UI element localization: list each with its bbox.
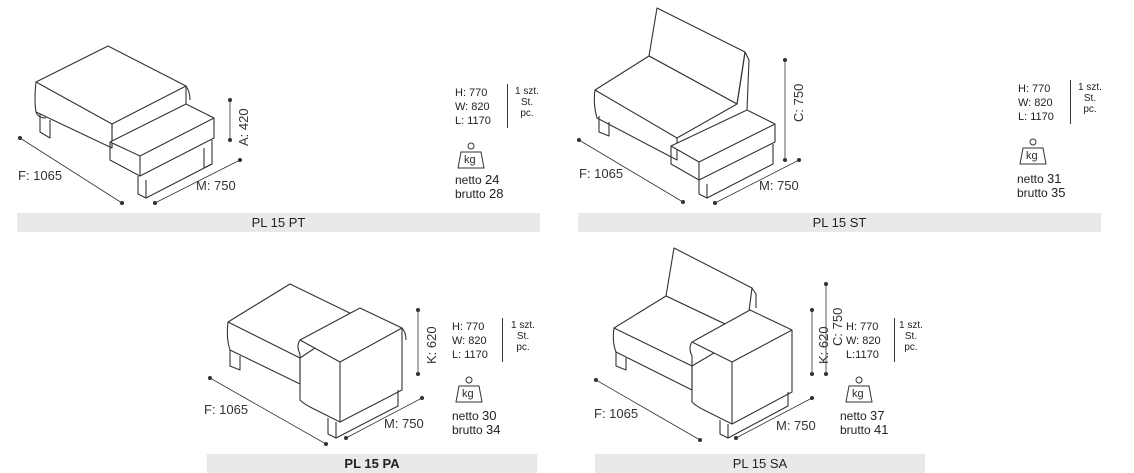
package-dimensions: H: 770 W: 820 L:1170 [846, 318, 895, 362]
pack-unit-pc: pc. [1083, 104, 1097, 115]
package-length: L:1170 [846, 349, 879, 361]
netto-value: 37 [870, 408, 885, 423]
width-dimension: M: 750 [384, 416, 424, 431]
width-dimension: M: 750 [759, 178, 799, 193]
width-dimension: M: 750 [776, 418, 816, 433]
brutto-label: brutto [1017, 186, 1048, 200]
netto-value: 24 [485, 172, 500, 187]
brutto-value: 35 [1051, 185, 1066, 200]
pack-unit-st: St. [1083, 93, 1097, 104]
brutto-value: 41 [874, 422, 889, 437]
pack-unit-pc: pc. [904, 342, 918, 353]
package-height: H: 770 [455, 87, 488, 99]
pack-unit-pc: pc. [516, 342, 530, 353]
weight-icon: kg [844, 376, 874, 404]
weight-icon: kg [456, 142, 486, 170]
product-panel-pl15sa: F: 1065 M: 750 K: 620 C: 750 H: 770 W: 8… [580, 238, 960, 455]
weight-info: netto 24 brutto 28 [455, 173, 504, 201]
depth-dimension: F: 1065 [594, 406, 639, 421]
pack-unit-st: St. [516, 331, 530, 342]
package-width: W: 820 [452, 335, 487, 347]
weight-info: netto 37 brutto 41 [840, 409, 889, 437]
weight-icon: kg [1018, 138, 1048, 166]
product-name-bar: PL 15 SA [595, 454, 925, 473]
pack-unit-pc: pc. [520, 108, 534, 119]
brutto-label: brutto [452, 423, 483, 437]
package-count: 1 szt. St. pc. [1075, 82, 1105, 115]
pack-qty: 1 szt. [899, 320, 923, 331]
weight-info: netto 30 brutto 34 [452, 409, 501, 437]
weight-info: netto 31 brutto 35 [1017, 172, 1066, 200]
pack-qty: 1 szt. [511, 320, 535, 331]
pack-unit-st: St. [520, 97, 534, 108]
height-dimension: A: 420 [236, 108, 251, 146]
pack-qty: 1 szt. [515, 86, 539, 97]
package-height: H: 770 [846, 321, 879, 333]
kg-label: kg [464, 154, 476, 166]
package-height: H: 770 [1018, 83, 1051, 95]
pack-qty: 1 szt. [1078, 82, 1102, 93]
sofa-drawing-st [576, 7, 802, 206]
package-count: 1 szt. St. pc. [508, 320, 538, 353]
sofa-drawing-pa [207, 283, 425, 447]
package-length: L: 1170 [455, 115, 491, 127]
package-dimensions: H: 770 W: 820 L: 1170 [1018, 80, 1071, 124]
netto-label: netto [840, 409, 867, 423]
netto-label: netto [455, 173, 482, 187]
depth-dimension: F: 1065 [204, 402, 249, 417]
package-width: W: 820 [455, 101, 490, 113]
height-dimension: K: 620 [816, 326, 831, 364]
netto-label: netto [1017, 172, 1044, 186]
package-width: W: 820 [1018, 97, 1053, 109]
height-dimension: K: 620 [424, 326, 439, 364]
kg-label: kg [462, 388, 474, 400]
package-height: H: 770 [452, 321, 485, 333]
package-length: L: 1170 [452, 349, 488, 361]
package-width: W: 820 [846, 335, 881, 347]
brutto-label: brutto [840, 423, 871, 437]
height-dimension-back: C: 750 [830, 307, 845, 346]
width-dimension: M: 750 [196, 178, 236, 193]
product-panel-pl15pt: F: 1065 M: 750 A: 420 H: 770 W: 820 L: 1… [0, 0, 560, 240]
weight-icon: kg [454, 376, 484, 404]
brutto-value: 34 [486, 422, 501, 437]
kg-label: kg [852, 388, 864, 400]
depth-dimension: F: 1065 [18, 168, 63, 183]
sofa-drawing-pt [17, 45, 243, 206]
product-name-bar: PL 15 PA [207, 454, 537, 473]
netto-value: 31 [1047, 171, 1062, 186]
netto-value: 30 [482, 408, 497, 423]
sofa-drawing-sa [593, 247, 829, 443]
depth-dimension: F: 1065 [579, 166, 624, 181]
package-length: L: 1170 [1018, 111, 1054, 123]
product-name-bar: PL 15 PT [17, 213, 540, 232]
package-dimensions: H: 770 W: 820 L: 1170 [455, 84, 508, 128]
package-count: 1 szt. St. pc. [896, 320, 926, 353]
product-name-bar: PL 15 ST [578, 213, 1101, 232]
package-count: 1 szt. St. pc. [512, 86, 542, 119]
height-dimension: C: 750 [791, 83, 806, 122]
brutto-value: 28 [489, 186, 504, 201]
pack-unit-st: St. [904, 331, 918, 342]
brutto-label: brutto [455, 187, 486, 201]
product-panel-pl15pa: F: 1065 M: 750 K: 620 H: 770 W: 820 L: 1… [190, 250, 570, 455]
package-dimensions: H: 770 W: 820 L: 1170 [452, 318, 503, 362]
kg-label: kg [1026, 150, 1038, 162]
product-panel-pl15st: F: 1065 M: 750 C: 750 H: 770 W: 820 L: 1… [565, 0, 1134, 240]
netto-label: netto [452, 409, 479, 423]
